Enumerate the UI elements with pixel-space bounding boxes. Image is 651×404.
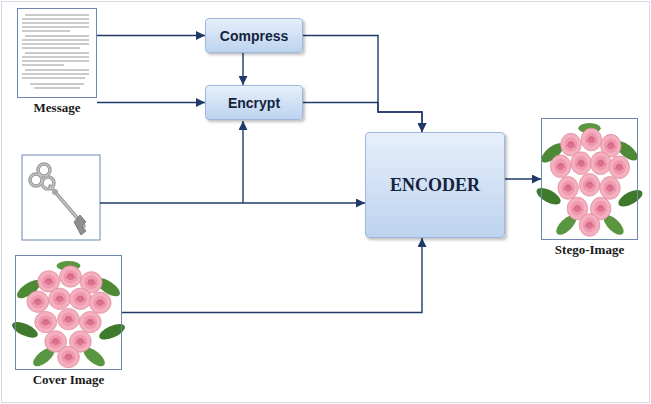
image-caption: Stego-Image xyxy=(555,242,624,258)
box-label: ENCODER xyxy=(390,175,480,196)
flow-arrow xyxy=(303,36,422,133)
flow-arrow xyxy=(122,238,422,313)
image-caption: Cover Image xyxy=(33,372,105,388)
encoder-box: ENCODER xyxy=(365,132,505,238)
flow-arrow xyxy=(303,103,422,133)
image-caption: Message xyxy=(34,100,81,116)
box-label: Compress xyxy=(220,28,288,44)
document-picture xyxy=(18,9,96,97)
message-frame: Message xyxy=(17,8,97,98)
key-wire xyxy=(100,121,365,203)
process-box: Encrypt xyxy=(205,85,303,120)
flow-arrow xyxy=(242,53,243,85)
stego-frame: Stego-Image xyxy=(541,118,638,240)
box-label: Encrypt xyxy=(228,95,280,111)
flow-arrow xyxy=(97,102,205,103)
key-picture xyxy=(22,155,100,240)
cover-picture xyxy=(10,255,127,370)
stego-picture xyxy=(534,118,644,240)
flow-arrow xyxy=(97,35,205,36)
process-box: Compress xyxy=(205,18,303,53)
cover-frame: Cover Image xyxy=(15,255,122,370)
flow-arrow xyxy=(505,178,541,179)
